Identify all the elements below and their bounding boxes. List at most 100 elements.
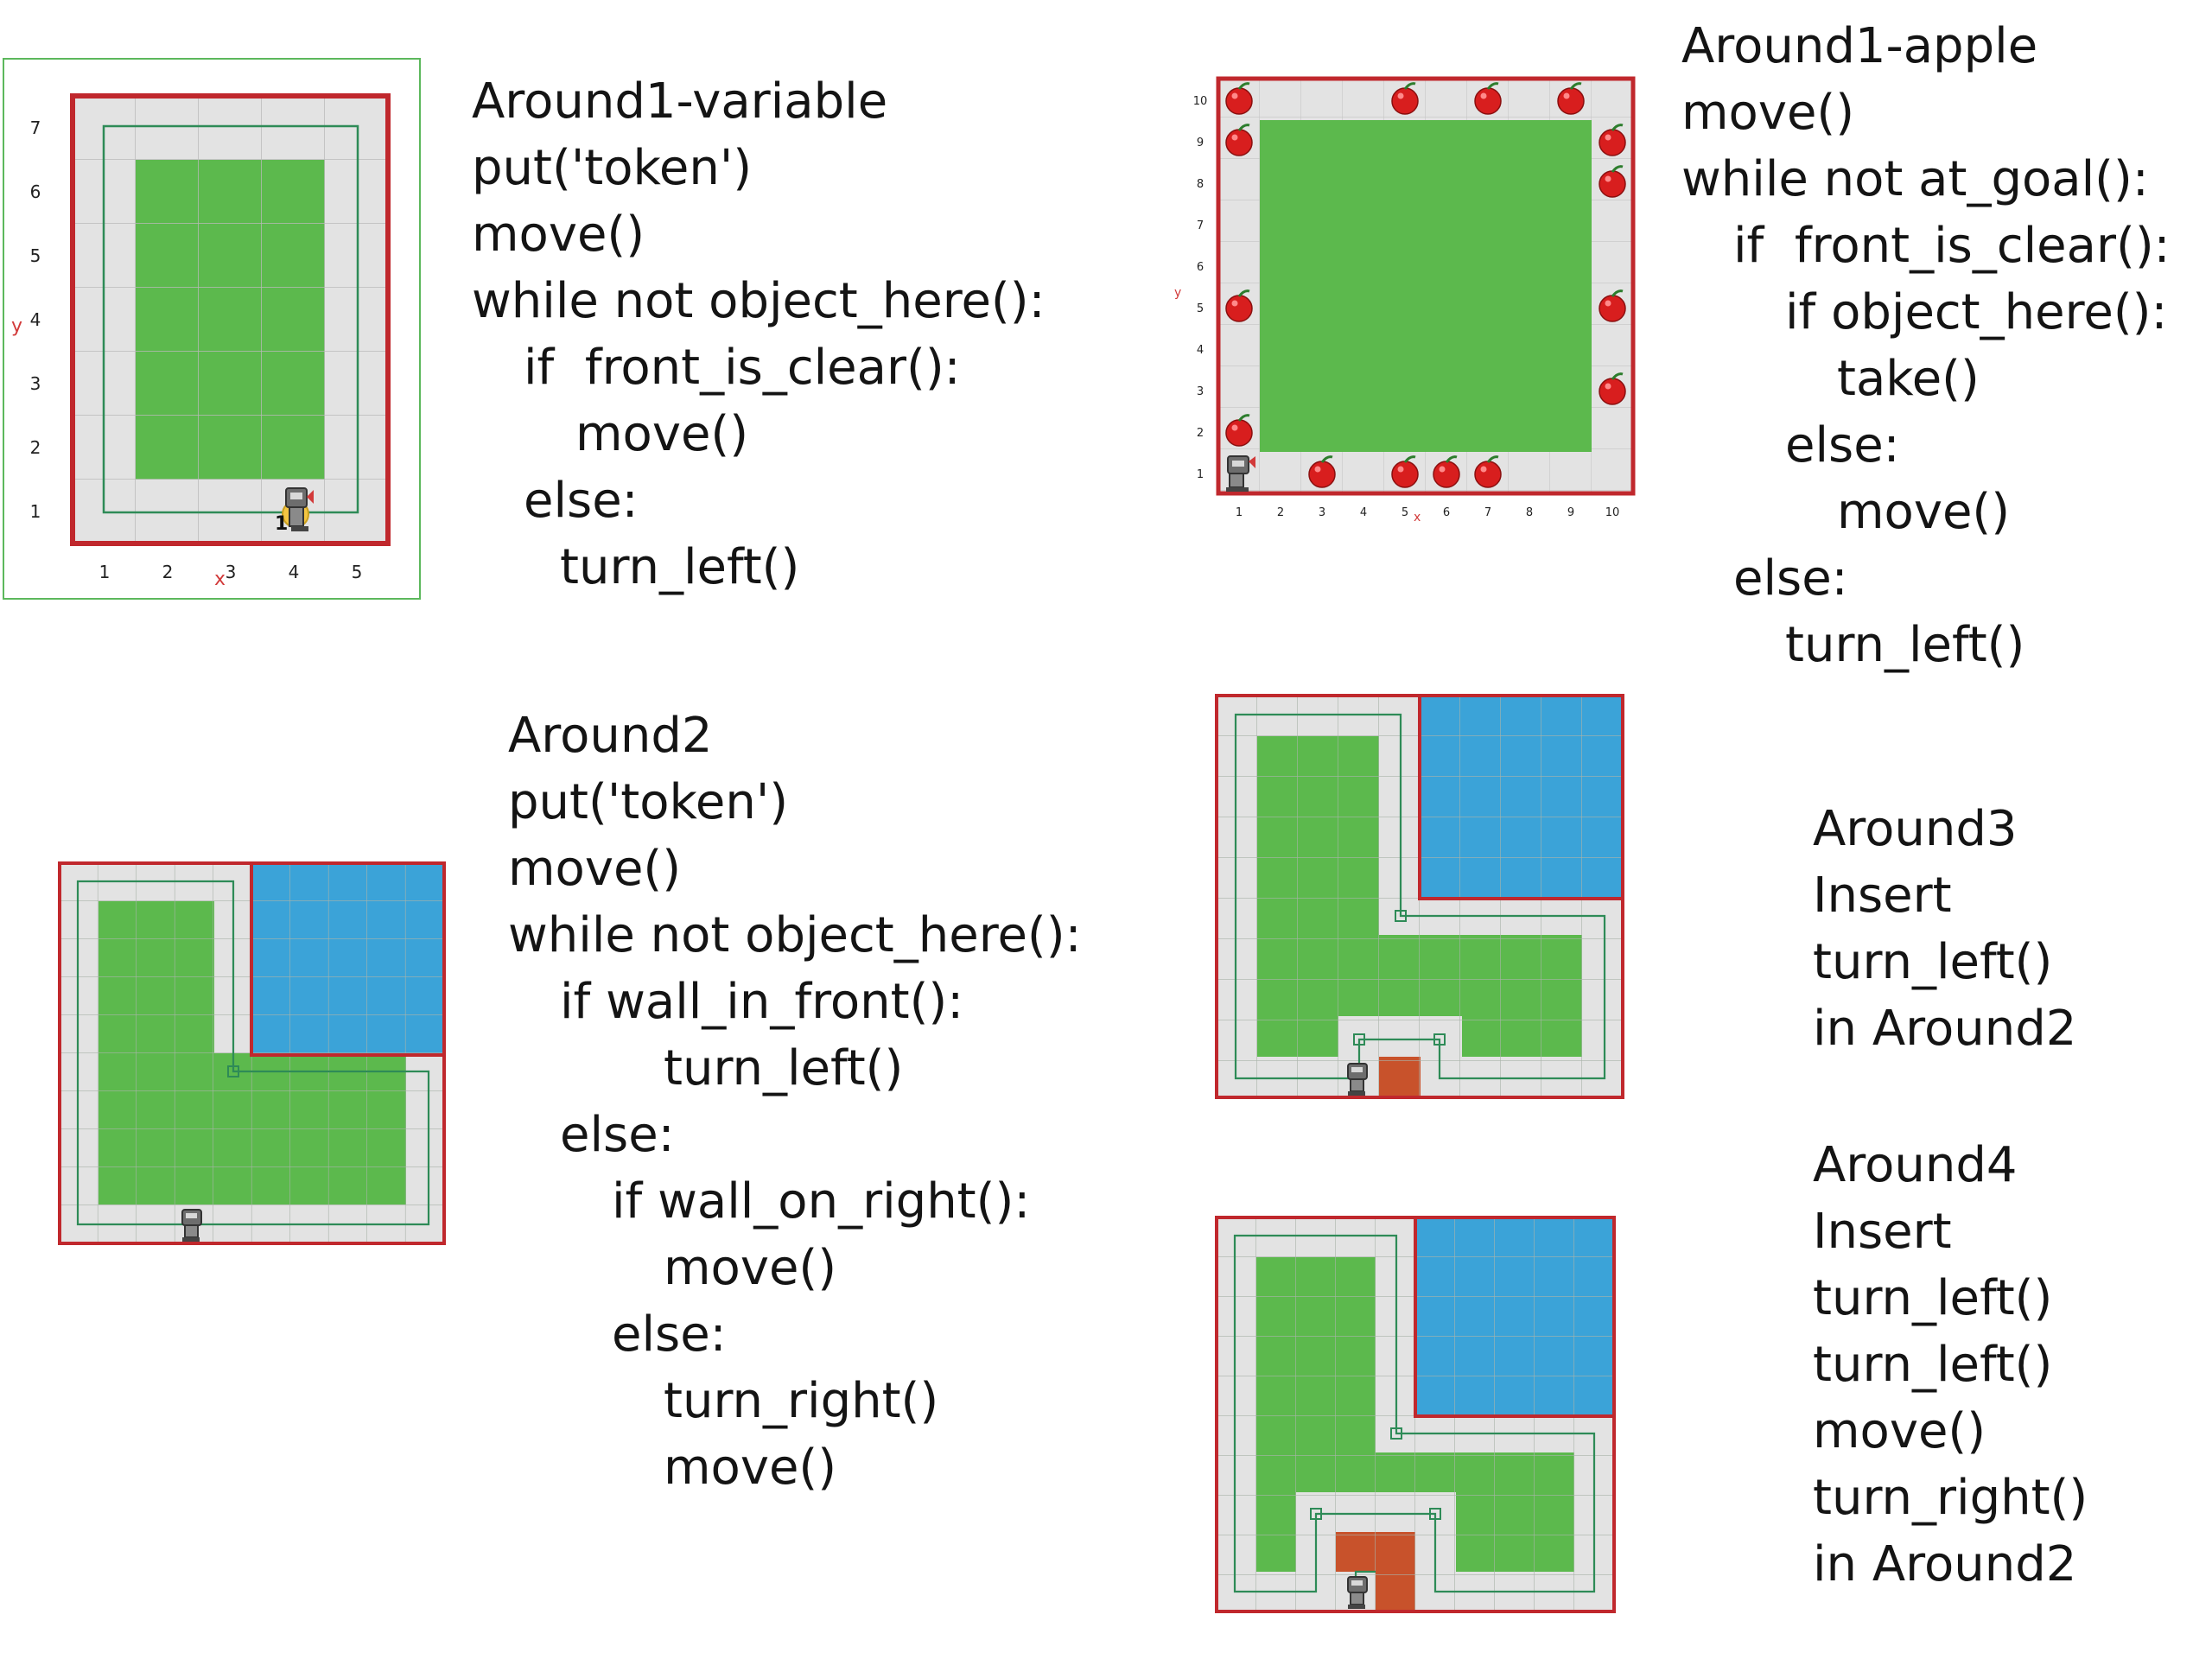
code-line: Insert <box>1813 1204 1952 1260</box>
robot-path <box>102 124 359 514</box>
robot-path <box>76 880 430 1226</box>
apples <box>1225 82 1626 488</box>
world-around2-canvas <box>58 861 446 1245</box>
code-line: put('token') <box>472 140 753 196</box>
code-line: move() <box>1837 484 2011 540</box>
x-tick-label: 3 <box>226 562 237 582</box>
x-tick-label: 6 <box>1443 506 1450 519</box>
code-line: turn_left() <box>560 539 800 595</box>
inner-wall <box>250 863 444 1057</box>
code-line: put('token') <box>508 774 789 830</box>
robot-icon <box>181 1209 202 1242</box>
code-line: move() <box>472 207 645 263</box>
robot-icon <box>1226 455 1255 492</box>
code-line: if object_here(): <box>1785 284 2168 340</box>
x-tick-label: 10 <box>1605 506 1620 519</box>
apple-icon <box>1599 124 1626 156</box>
world-around3-canvas <box>1215 694 1624 1099</box>
world-around4 <box>1215 1216 1617 1618</box>
x-tick-label: 3 <box>1319 506 1325 519</box>
apple-icon <box>1225 124 1253 156</box>
outer-wall <box>58 861 446 1245</box>
x-tick-label: 8 <box>1526 506 1533 519</box>
code-line: turn_right() <box>1813 1470 2088 1526</box>
outer-wall <box>1216 76 1636 496</box>
path-marker <box>1429 1508 1441 1520</box>
robot-token-count: 1 <box>275 513 288 535</box>
y-tick-label: 8 <box>1197 178 1204 191</box>
y-tick-label: 10 <box>1193 95 1208 108</box>
apple-icon <box>1557 82 1585 115</box>
apple-icon <box>1599 289 1626 322</box>
code-line: move() <box>508 841 682 897</box>
apple-icon <box>1433 455 1460 488</box>
path-marker <box>1353 1033 1365 1046</box>
path-marker <box>1390 1427 1402 1440</box>
x-tick-label: 5 <box>352 562 363 582</box>
code-line: in Around2 <box>1813 1001 2077 1057</box>
program-title: Around1-apple <box>1681 18 2038 74</box>
path-marker <box>1433 1033 1446 1046</box>
y-axis-letter: y <box>1174 286 1181 300</box>
y-tick-label: 5 <box>1197 302 1204 315</box>
code-around1-variable: Around1-variable put('token') move() while … <box>472 68 1046 601</box>
code-line: in Around2 <box>1813 1536 2077 1592</box>
y-tick-label: 1 <box>30 501 41 522</box>
path-marker <box>1395 910 1407 922</box>
code-line: move() <box>575 406 749 462</box>
y-tick-label: 3 <box>1197 385 1204 398</box>
x-tick-label: 1 <box>99 562 111 582</box>
code-line: if front_is_clear(): <box>1733 218 2171 274</box>
robot-path <box>1233 1234 1596 1593</box>
code-line: else: <box>612 1306 727 1363</box>
x-tick-label: 1 <box>1236 506 1243 519</box>
world-around4-canvas <box>1215 1216 1616 1613</box>
y-tick-label: 2 <box>1197 427 1204 440</box>
code-line: while not object_here(): <box>508 907 1082 963</box>
code-around1-apple: Around1-apple move() while not at_goal():i… <box>1681 13 2171 678</box>
y-tick-label: 6 <box>1197 261 1204 274</box>
code-line: take() <box>1837 351 1980 407</box>
apple-icon <box>1225 414 1253 447</box>
code-line: turn_left() <box>1813 1337 2053 1393</box>
code-line: Insert <box>1813 868 1952 924</box>
path-marker <box>1310 1508 1322 1520</box>
apple-icon <box>1474 82 1502 115</box>
apple-icon <box>1391 82 1419 115</box>
program-title: Around1-variable <box>472 73 888 130</box>
code-line: while not object_here(): <box>472 273 1046 329</box>
code-line: while not at_goal(): <box>1681 151 2149 207</box>
x-axis-letter: x <box>214 569 226 590</box>
y-tick-label: 4 <box>1197 344 1204 357</box>
y-axis-letter: y <box>11 315 22 337</box>
code-line: else: <box>1785 417 1900 474</box>
code-line: if wall_in_front(): <box>560 974 964 1030</box>
code-line: turn_left() <box>664 1040 904 1096</box>
apple-icon <box>1474 455 1502 488</box>
outer-wall <box>1215 694 1624 1099</box>
grid <box>73 96 388 543</box>
apple-icon <box>1308 455 1336 488</box>
code-line: move() <box>664 1240 837 1296</box>
x-tick-label: 4 <box>1360 506 1367 519</box>
x-axis-letter: x <box>1414 511 1421 524</box>
y-tick-label: 2 <box>30 437 41 458</box>
x-tick-label: 5 <box>1402 506 1408 519</box>
y-tick-label: 7 <box>30 118 41 138</box>
x-tick-label: 4 <box>289 562 300 582</box>
apple-icon <box>1225 82 1253 115</box>
grass-area <box>1260 120 1592 452</box>
robot-icon <box>282 487 314 531</box>
code-line: turn_left() <box>1785 617 2025 673</box>
robot-path <box>1234 713 1606 1080</box>
code-line: turn_right() <box>664 1373 939 1429</box>
code-line: move() <box>664 1440 837 1496</box>
